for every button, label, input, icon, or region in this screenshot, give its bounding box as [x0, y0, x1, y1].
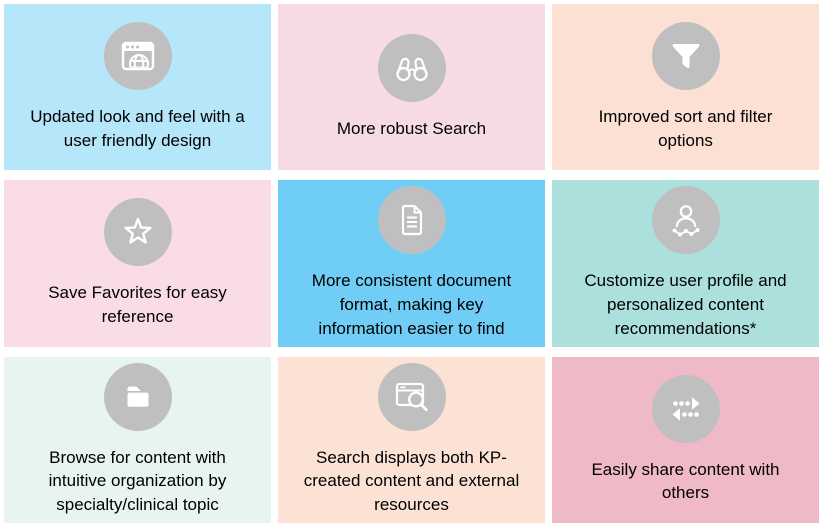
search-window-icon — [377, 362, 446, 431]
feature-card-label: Easily share content with others — [591, 459, 780, 503]
feature-card-label: Search displays both KP-created content … — [303, 447, 520, 515]
feature-card-browse-content: Browse for content with intuitive organi… — [4, 356, 271, 523]
browser-globe-icon — [103, 21, 172, 90]
feature-card-share-content: Easily share content with others — [552, 356, 819, 523]
profile-chart-icon — [651, 186, 720, 255]
feature-card-label: Save Favorites for easy reference — [48, 283, 227, 326]
funnel-icon — [651, 21, 720, 90]
feature-card-user-profile: Customize user profile and personalized … — [552, 180, 819, 347]
feature-card-save-favorites: Save Favorites for easy reference — [4, 180, 271, 347]
document-icon — [377, 186, 446, 255]
feature-card-label: Browse for content with intuitive organi… — [48, 447, 227, 515]
share-dots-icon — [651, 374, 720, 443]
feature-card-label: Customize user profile and personalized … — [584, 271, 787, 338]
feature-card-label: More consistent document format, making … — [311, 271, 512, 338]
feature-card-label: Updated look and feel with a user friend… — [30, 106, 245, 150]
feature-card-document-format: More consistent document format, making … — [278, 180, 545, 347]
star-icon — [103, 198, 172, 267]
feature-card-updated-look: Updated look and feel with a user friend… — [4, 4, 271, 171]
binoculars-icon — [377, 33, 446, 102]
feature-card-search-displays: Search displays both KP-created content … — [278, 356, 545, 523]
folder-icon — [103, 362, 172, 431]
feature-card-sort-filter: Improved sort and filter options — [552, 4, 819, 171]
feature-card-label: More robust Search — [336, 118, 487, 138]
feature-card-robust-search: More robust Search — [278, 4, 545, 171]
feature-card-label: Improved sort and filter options — [598, 106, 773, 150]
